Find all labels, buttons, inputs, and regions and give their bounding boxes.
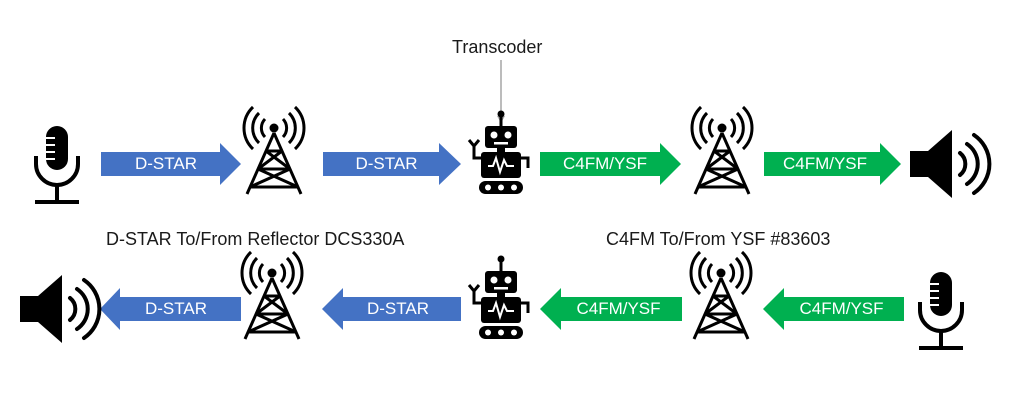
arrow-row2-label-2: D-STAR: [366, 299, 429, 318]
arrow-row2-dstar-1: [100, 288, 241, 330]
microphone-icon: [917, 270, 965, 352]
arrow-row1-dstar-2: [323, 143, 461, 185]
radio-tower-icon: [240, 250, 304, 341]
radio-tower-icon: [242, 105, 306, 196]
robot-icon: [467, 254, 530, 341]
arrow-row1-label-1: D-STAR: [134, 154, 197, 173]
arrow-row2-dstar-2: [322, 288, 461, 330]
arrow-row2-c4fm-1: [540, 288, 682, 330]
arrow-row2-label-3: C4FM/YSF: [576, 299, 661, 318]
arrow-row2-label-1: D-STAR: [144, 299, 207, 318]
microphone-icon: [33, 124, 81, 206]
c4fm-ysf-caption: C4FM To/From YSF #83603: [606, 229, 831, 249]
arrow-row1-c4fm-2: [764, 143, 901, 185]
speaker-icon: [18, 273, 102, 345]
transcoder-label: Transcoder: [452, 37, 543, 57]
radio-tower-icon: [690, 105, 754, 196]
radio-tower-icon: [689, 250, 753, 341]
arrow-row1-dstar-1: [101, 143, 241, 185]
speaker-icon: [908, 128, 992, 200]
arrow-row2-c4fm-2: [763, 288, 904, 330]
arrow-row1-label-4: C4FM/YSF: [782, 154, 868, 173]
arrow-row1-c4fm-1: [540, 143, 681, 185]
arrow-row2-label-4: C4FM/YSF: [799, 299, 884, 318]
dstar-reflector-caption: D-STAR To/From Reflector DCS330A: [106, 229, 405, 249]
robot-icon: [467, 109, 530, 196]
arrow-row1-label-3: C4FM/YSF: [562, 154, 648, 173]
arrow-row1-label-2: D-STAR: [355, 154, 418, 173]
